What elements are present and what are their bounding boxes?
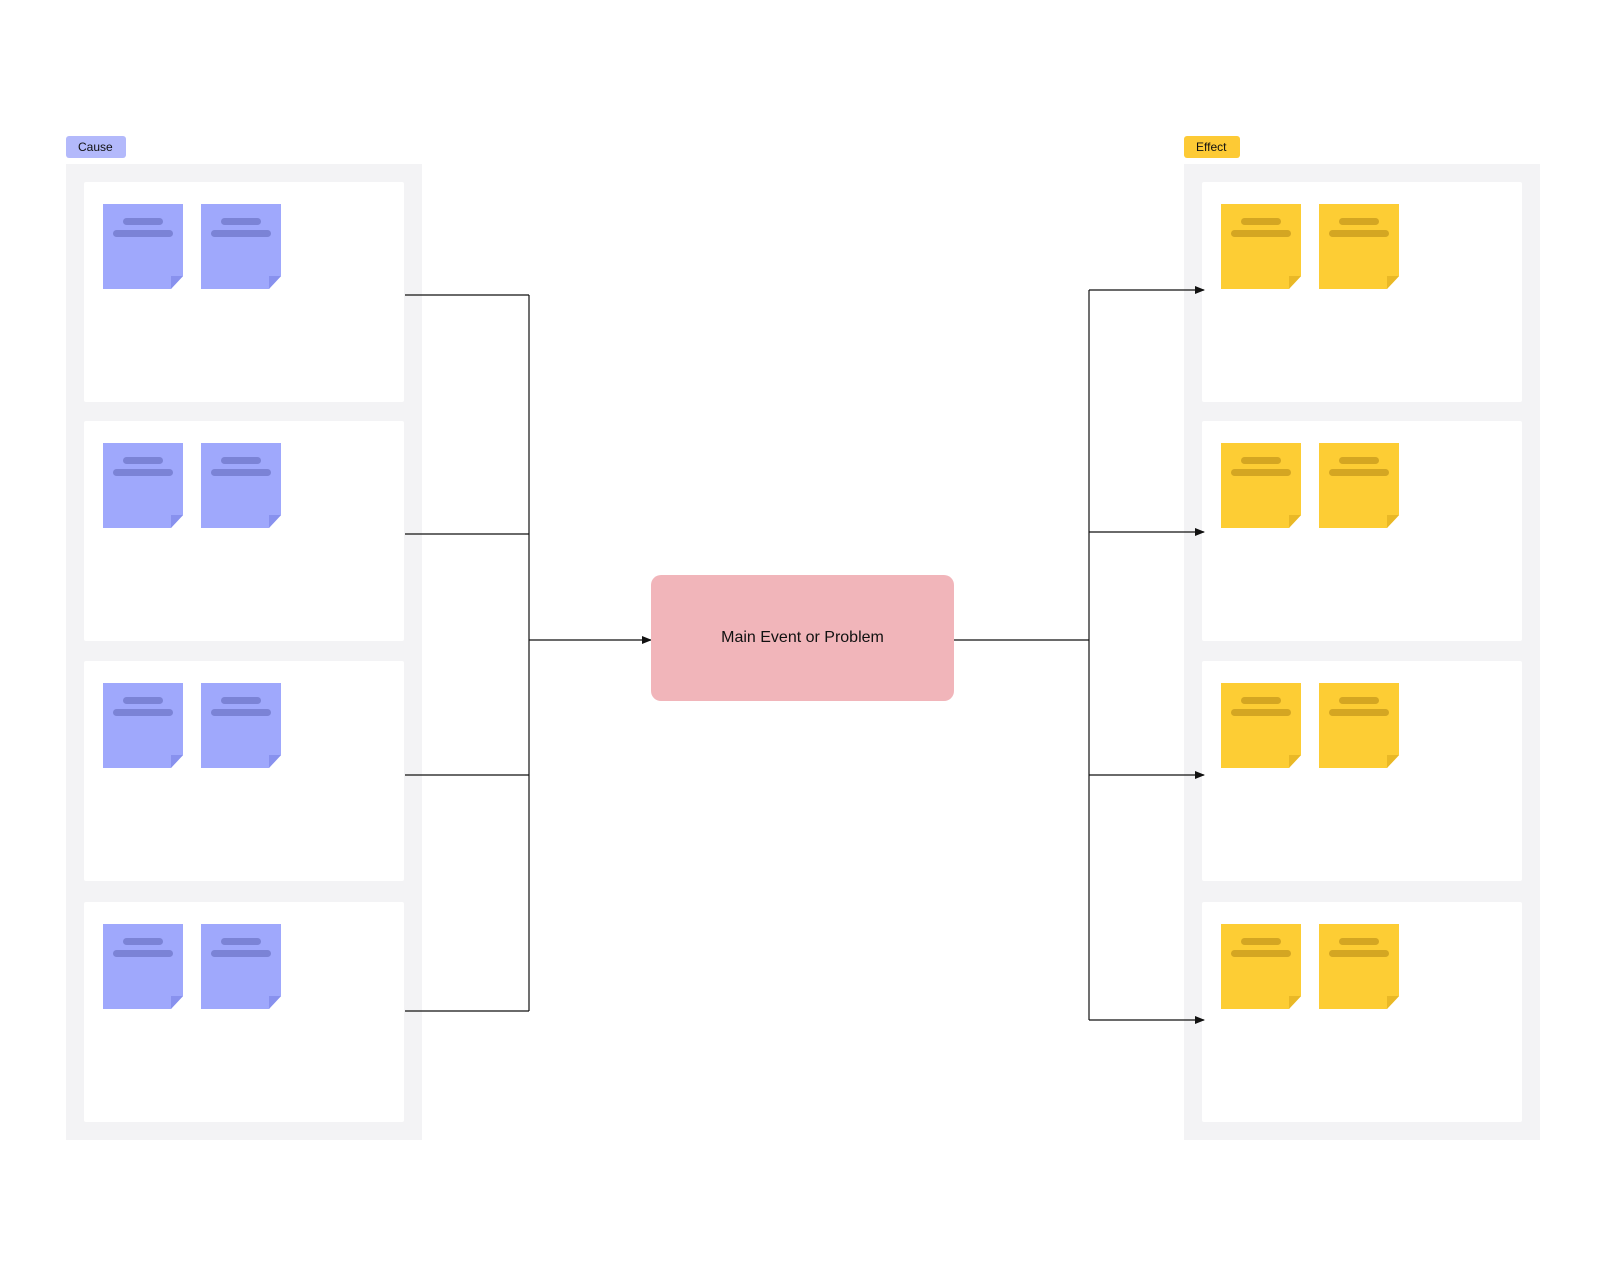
text-placeholder	[1241, 457, 1281, 464]
text-placeholder	[1339, 457, 1379, 464]
text-placeholder	[221, 218, 261, 225]
sticky-note[interactable]	[1221, 204, 1301, 289]
text-placeholder	[211, 469, 271, 476]
text-placeholder	[1329, 469, 1389, 476]
text-placeholder	[221, 697, 261, 704]
main-event-node[interactable]: Main Event or Problem	[651, 575, 954, 701]
cause-connectors	[405, 294, 652, 1012]
sticky-note[interactable]	[1221, 924, 1301, 1009]
sticky-note[interactable]	[103, 204, 183, 289]
text-placeholder	[221, 938, 261, 945]
sticky-note[interactable]	[103, 924, 183, 1009]
text-placeholder	[113, 230, 173, 237]
effect-section-4[interactable]	[1202, 902, 1522, 1122]
effect-column	[1184, 164, 1540, 1140]
sticky-note[interactable]	[1319, 683, 1399, 768]
text-placeholder	[221, 457, 261, 464]
text-placeholder	[1241, 218, 1281, 225]
text-placeholder	[113, 950, 173, 957]
cause-column	[66, 164, 422, 1140]
sticky-note[interactable]	[103, 443, 183, 528]
cause-section-1[interactable]	[84, 182, 404, 402]
main-event-label: Main Event or Problem	[721, 629, 884, 646]
effect-section-1[interactable]	[1202, 182, 1522, 402]
effect-section-3[interactable]	[1202, 661, 1522, 881]
sticky-note[interactable]	[1221, 683, 1301, 768]
cause-section-4[interactable]	[84, 902, 404, 1122]
text-placeholder	[211, 950, 271, 957]
text-placeholder	[123, 697, 163, 704]
cause-tag: Cause	[66, 136, 126, 158]
text-placeholder	[1231, 950, 1291, 957]
sticky-note[interactable]	[201, 443, 281, 528]
text-placeholder	[1241, 697, 1281, 704]
sticky-note[interactable]	[1319, 204, 1399, 289]
text-placeholder	[1339, 218, 1379, 225]
text-placeholder	[1231, 230, 1291, 237]
text-placeholder	[1339, 938, 1379, 945]
cause-section-2[interactable]	[84, 421, 404, 641]
sticky-note[interactable]	[201, 924, 281, 1009]
sticky-note[interactable]	[201, 204, 281, 289]
text-placeholder	[1231, 469, 1291, 476]
text-placeholder	[123, 938, 163, 945]
sticky-note[interactable]	[103, 683, 183, 768]
text-placeholder	[1329, 709, 1389, 716]
text-placeholder	[123, 218, 163, 225]
text-placeholder	[113, 469, 173, 476]
effect-connectors	[954, 286, 1205, 1024]
text-placeholder	[1329, 230, 1389, 237]
text-placeholder	[1339, 697, 1379, 704]
effect-section-2[interactable]	[1202, 421, 1522, 641]
sticky-note[interactable]	[1221, 443, 1301, 528]
text-placeholder	[211, 230, 271, 237]
text-placeholder	[113, 709, 173, 716]
text-placeholder	[211, 709, 271, 716]
text-placeholder	[1329, 950, 1389, 957]
text-placeholder	[123, 457, 163, 464]
text-placeholder	[1241, 938, 1281, 945]
sticky-note[interactable]	[1319, 443, 1399, 528]
text-placeholder	[1231, 709, 1291, 716]
cause-section-3[interactable]	[84, 661, 404, 881]
effect-tag: Effect	[1184, 136, 1240, 158]
sticky-note[interactable]	[1319, 924, 1399, 1009]
